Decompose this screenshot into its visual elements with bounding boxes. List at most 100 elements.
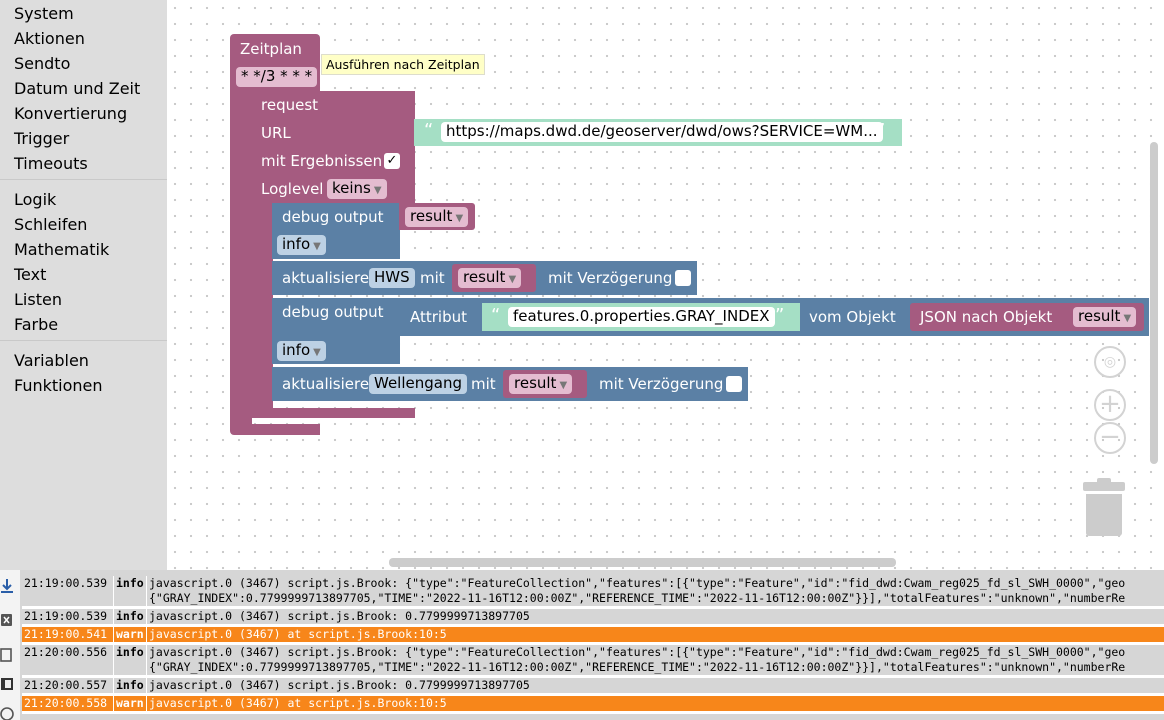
attribute-label: Attribut <box>410 308 468 326</box>
log-row: 21:19:00.539 info javascript.0 (3467) sc… <box>22 609 1164 627</box>
toolbox-item-system[interactable]: System <box>14 4 74 23</box>
update2-label: aktualisiere <box>282 375 370 393</box>
toolbox-item-konvertierung[interactable]: Konvertierung <box>14 104 128 123</box>
loglevel-label: Loglevel <box>261 180 324 198</box>
variable-block-result-2[interactable]: result▼ <box>452 264 536 292</box>
toolbox-item-variablen[interactable]: Variablen <box>14 351 89 370</box>
debug1-level: info <box>282 235 311 253</box>
variable-result-1[interactable]: result▼ <box>405 207 469 227</box>
url-label: URL <box>261 124 291 142</box>
log-message-line: javascript.0 (3467) script.js.Brook: {"t… <box>149 576 1126 590</box>
center-icon[interactable]: ◎ <box>1094 346 1126 378</box>
log-row: 21:20:00.557 info javascript.0 (3467) sc… <box>22 678 1164 696</box>
toolbox-item-listen[interactable]: Listen <box>14 290 62 309</box>
cron-field[interactable]: * */3 * * * <box>236 67 318 87</box>
zoom-in-icon[interactable]: + <box>1094 389 1126 421</box>
json-to-object-label: JSON nach Objekt <box>920 308 1053 326</box>
table-icon[interactable] <box>0 676 14 692</box>
toolbox-item-trigger[interactable]: Trigger <box>14 129 70 148</box>
attribute-text-block[interactable]: “ features.0.properties.GRAY_INDEX ” <box>482 303 800 331</box>
variable-result-2[interactable]: result▼ <box>458 268 522 288</box>
results-label: mit Ergebnissen <box>261 152 383 170</box>
log-message-line: javascript.0 (3467) script.js.Brook: {"t… <box>149 645 1126 659</box>
toolbox-item-farbe[interactable]: Farbe <box>14 315 59 334</box>
debug2-label: debug output <box>282 303 384 321</box>
log-severity: info <box>114 645 147 675</box>
update2-delay-checkbox[interactable] <box>726 376 742 392</box>
chevron-down-icon: ▼ <box>313 347 321 358</box>
toolbox-item-datum-und-zeit[interactable]: Datum und Zeit <box>14 79 141 98</box>
copy-icon[interactable] <box>0 646 14 662</box>
blockly-toolbox: System Aktionen Sendto Datum und Zeit Ko… <box>0 0 167 570</box>
quote-open-icon: “ <box>491 305 501 326</box>
trash-lid <box>1083 478 1125 491</box>
blockly-workspace[interactable]: Zeitplan * */3 * * * Ausführen nach Zeit… <box>167 0 1164 570</box>
schedule-block-spine <box>230 90 252 426</box>
variable-result-4[interactable]: result▼ <box>509 374 573 394</box>
chevron-down-icon: ▼ <box>455 213 464 224</box>
log-message-line-2: {"GRAY_INDEX":0.7799999713897705,"TIME":… <box>149 660 1126 674</box>
pause-icon[interactable] <box>0 704 14 720</box>
update-block-hws[interactable]: aktualisiere HWS mit result▼ mit Verzöge… <box>272 261 697 295</box>
schedule-block-foot <box>230 424 320 435</box>
toolbox-item-timeouts[interactable]: Timeouts <box>14 154 88 173</box>
loglevel-value: keins <box>332 179 371 197</box>
update2-mit: mit <box>471 375 496 393</box>
url-field[interactable]: https://maps.dwd.de/geoserver/dwd/ows?SE… <box>441 122 883 142</box>
schedule-tooltip: Ausführen nach Zeitplan <box>321 54 485 75</box>
json-to-object-block[interactable]: JSON nach Objekt result▼ <box>910 303 1144 331</box>
toolbox-item-logik[interactable]: Logik <box>14 190 57 209</box>
chevron-down-icon: ▼ <box>508 274 517 285</box>
log-time: 21:20:00.557 <box>22 678 114 693</box>
update2-target[interactable]: Wellengang <box>369 374 467 394</box>
chevron-down-icon: ▼ <box>559 380 568 391</box>
clear-log-icon[interactable] <box>0 612 14 628</box>
log-row: 21:19:00.539 info javascript.0 (3467) sc… <box>22 576 1164 609</box>
scroll-down-icon[interactable] <box>0 578 14 594</box>
log-time: 21:19:00.541 <box>22 627 114 642</box>
toolbox-item-funktionen[interactable]: Funktionen <box>14 376 103 395</box>
debug2-level: info <box>282 341 311 359</box>
variable-block-result-1[interactable]: result▼ <box>399 203 475 230</box>
update-block-wellengang[interactable]: aktualisiere Wellengang mit result▼ mit … <box>272 367 748 401</box>
toolbox-separator <box>0 340 167 341</box>
debug1-level-dropdown[interactable]: info▼ <box>277 235 326 255</box>
log-rows: 21:19:00.539 info javascript.0 (3467) sc… <box>22 576 1164 714</box>
log-severity: warn <box>114 627 147 642</box>
quote-open-icon: “ <box>424 120 434 141</box>
toolbox-item-schleifen[interactable]: Schleifen <box>14 215 88 234</box>
log-row-warn: 21:19:00.541 warn javascript.0 (3467) at… <box>22 627 1164 645</box>
schedule-label: Zeitplan <box>240 40 302 58</box>
horizontal-scrollbar[interactable] <box>389 558 896 567</box>
variable-result-1-name: result <box>410 207 453 225</box>
zoom-out-icon[interactable]: − <box>1094 422 1126 454</box>
toolbox-item-mathematik[interactable]: Mathematik <box>14 240 110 259</box>
log-time: 21:19:00.539 <box>22 576 114 606</box>
log-severity: info <box>114 609 147 624</box>
variable-result-3-name: result <box>1078 307 1121 325</box>
vertical-scrollbar[interactable] <box>1150 142 1158 464</box>
log-time: 21:20:00.556 <box>22 645 114 675</box>
trash-icon[interactable] <box>1083 478 1125 538</box>
toolbox-item-aktionen[interactable]: Aktionen <box>14 29 85 48</box>
update2-delay-label: mit Verzögerung <box>599 375 724 393</box>
toolbox-item-text[interactable]: Text <box>14 265 47 284</box>
variable-block-result-4[interactable]: result▼ <box>503 370 587 398</box>
variable-result-4-name: result <box>514 374 557 392</box>
update1-delay-checkbox[interactable] <box>675 270 691 286</box>
update1-target[interactable]: HWS <box>369 268 415 288</box>
log-message: javascript.0 (3467) at script.js.Brook:1… <box>149 627 447 641</box>
log-message: javascript.0 (3467) script.js.Brook: 0.7… <box>149 609 530 623</box>
debug2-level-dropdown[interactable]: info▼ <box>277 341 326 361</box>
results-checkbox[interactable]: ✓ <box>384 153 400 169</box>
attribute-field[interactable]: features.0.properties.GRAY_INDEX <box>508 307 775 327</box>
quote-close-icon: ” <box>775 305 785 326</box>
log-row: 21:20:00.556 info javascript.0 (3467) sc… <box>22 645 1164 678</box>
request-label: request <box>261 96 319 114</box>
log-message-line-2: {"GRAY_INDEX":0.7799999713897705,"TIME":… <box>149 591 1126 605</box>
variable-result-3[interactable]: result▼ <box>1073 307 1137 327</box>
url-text-block[interactable]: “ https://maps.dwd.de/geoserver/dwd/ows?… <box>414 119 902 146</box>
toolbox-item-sendto[interactable]: Sendto <box>14 54 71 73</box>
log-panel: 21:19:00.539 info javascript.0 (3467) sc… <box>0 570 1164 720</box>
loglevel-dropdown[interactable]: keins▼ <box>327 179 387 199</box>
